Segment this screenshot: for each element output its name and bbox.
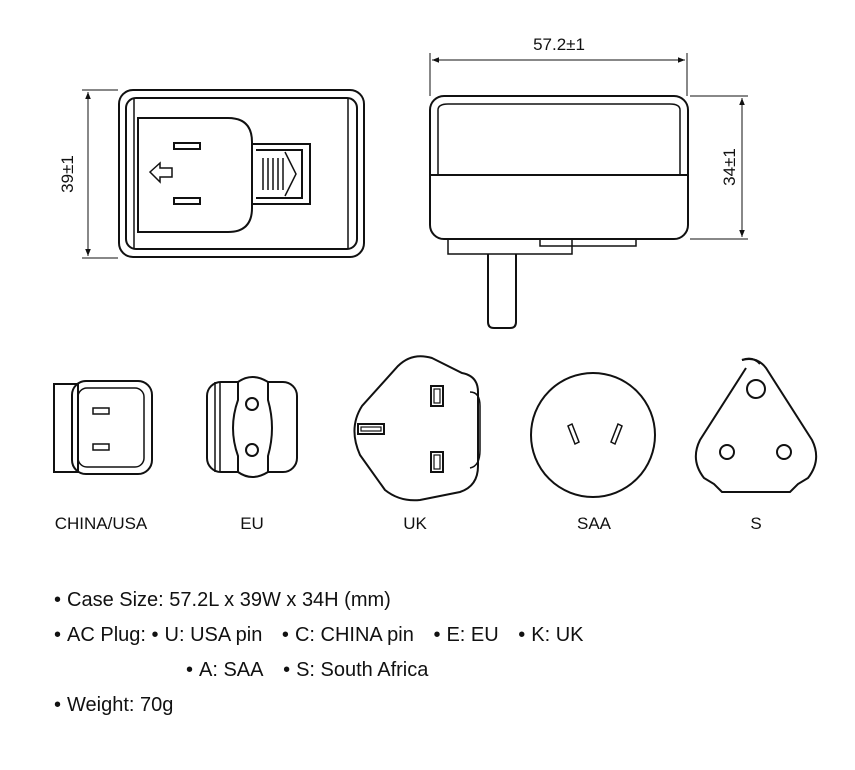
width-dimension-label: 39±1 [58, 155, 77, 193]
plug-label-china-usa: CHINA/USA [54, 514, 148, 533]
spec-weight: •Weight: 70g [54, 688, 584, 723]
bullet: • [151, 624, 159, 646]
ac-plug-option-s: S: South Africa [296, 659, 429, 681]
spec-weight-text: Weight: 70g [67, 694, 174, 716]
bullet: • [54, 624, 62, 646]
plug-label-eu: EU [240, 514, 264, 533]
spec-case-size: •Case Size: 57.2L x 39W x 34H (mm) [54, 583, 584, 618]
bullet: • [433, 624, 441, 646]
plug-saa-drawing [530, 372, 656, 498]
bullet: • [54, 589, 62, 611]
plug-china-usa-drawing [53, 380, 153, 475]
bullet: • [54, 694, 62, 716]
technical-drawing: 39±1 57.2±1 34±1 [53, 35, 818, 502]
ac-plug-option-c: C: CHINA pin [294, 624, 414, 646]
plug-label-uk: UK [403, 514, 427, 533]
front-view: 39±1 [58, 89, 365, 259]
plug-s-drawing [694, 357, 818, 493]
bullet: • [518, 624, 526, 646]
plug-label-s: S [750, 514, 762, 533]
plug-uk-drawing [353, 355, 481, 502]
spec-ac-plug: •AC Plug: •U: USA pin •C: CHINA pin •E: … [54, 618, 584, 653]
spec-ac-plug-continued: •A: SAA •S: South Africa [54, 653, 584, 688]
ac-plug-option-a: A: SAA [199, 659, 264, 681]
plug-label-saa: SAA [576, 514, 612, 533]
ac-plug-option-k: K: UK [531, 624, 584, 646]
ac-plug-option-e: E: EU [446, 624, 499, 646]
side-view: 57.2±1 34±1 [429, 35, 748, 329]
length-dimension-label: 57.2±1 [533, 35, 585, 54]
spec-ac-plug-label: AC Plug: [67, 624, 146, 646]
spec-case-size-text: Case Size: 57.2L x 39W x 34H (mm) [67, 589, 391, 611]
plug-eu-drawing [206, 376, 298, 478]
spec-list: •Case Size: 57.2L x 39W x 34H (mm) •AC P… [54, 583, 584, 723]
bullet: • [281, 624, 289, 646]
bullet: • [283, 659, 291, 681]
ac-plug-option-u: U: USA pin [164, 624, 263, 646]
height-dimension-label: 34±1 [720, 148, 739, 186]
bullet: • [186, 659, 194, 681]
